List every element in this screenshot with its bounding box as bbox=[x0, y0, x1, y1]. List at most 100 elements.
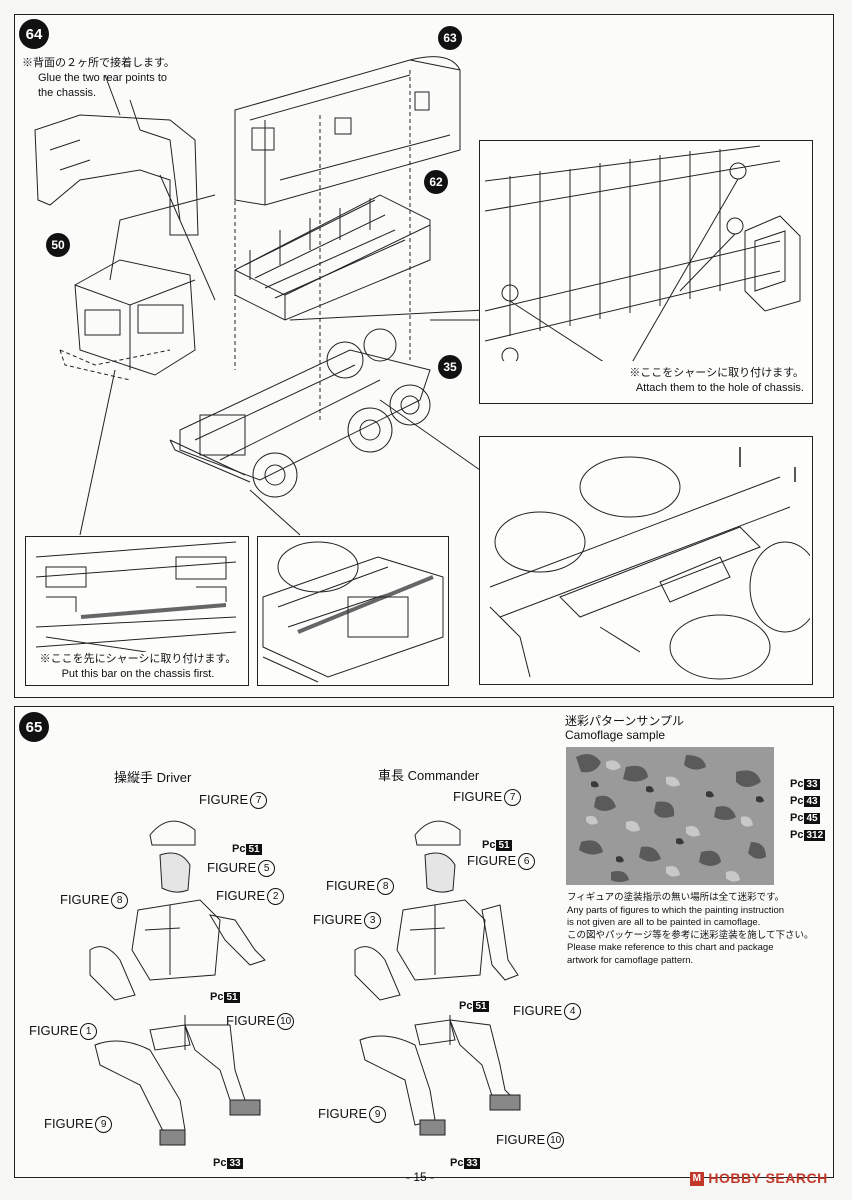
driver-title-jp: 操縦手 bbox=[114, 770, 154, 785]
camo-sample-swatch bbox=[566, 747, 774, 885]
camo-instructions: フィギュアの塗装指示の無い場所は全て迷彩です。 Any parts of fig… bbox=[567, 892, 817, 967]
chassis-rear-detail-drawing bbox=[489, 447, 810, 680]
attach-hole-note-jp: ※ここをシャーシに取り付けます。 bbox=[629, 367, 804, 379]
driver-figure-2-number: 2 bbox=[267, 888, 285, 906]
commander-paint-51-head-prefix: Pc bbox=[482, 839, 496, 851]
step-64-number: 64 bbox=[19, 19, 49, 49]
truck-exploded-drawing bbox=[34, 56, 486, 536]
hobby-search-watermark: M HOBBY SEARCH bbox=[690, 1170, 828, 1187]
commander-figure-8-number: 8 bbox=[377, 878, 395, 896]
part-35-badge: 35 bbox=[438, 355, 462, 379]
driver-paint-51-hands-prefix: Pc bbox=[210, 991, 224, 1003]
camo-color-33-code: 33 bbox=[804, 779, 820, 790]
camo-note-4: この図やパッケージ等を参考に迷彩塗装を施して下さい。 bbox=[567, 929, 814, 941]
camo-color-45-code: 45 bbox=[804, 813, 820, 824]
driver-paint-51-hands-code: 51 bbox=[224, 992, 240, 1003]
step-65-number: 65 bbox=[19, 712, 49, 742]
rear-glue-note-en-1: Glue the two rear points to bbox=[38, 72, 168, 84]
camo-note-3: is not given are all to be painted in ca… bbox=[567, 917, 761, 928]
commander-figure-10-text: FIGURE bbox=[496, 1132, 546, 1147]
commander-figure-10-number: 10 bbox=[547, 1132, 565, 1150]
commander-figure-6-text: FIGURE bbox=[467, 853, 517, 868]
attach-hole-note: ※ここをシャーシに取り付けます。 Attach them to the hole… bbox=[600, 366, 804, 396]
commander-title-jp: 車長 bbox=[378, 768, 405, 783]
commander-figure-6-number: 6 bbox=[518, 853, 536, 871]
bar-first-note-en: Put this bar on the chassis first. bbox=[61, 668, 215, 680]
camo-note-2: Any parts of figures to which the painti… bbox=[567, 904, 785, 916]
commander-paint-33-boots-prefix: Pc bbox=[450, 1157, 464, 1169]
driver-figure-9-number: 9 bbox=[95, 1116, 113, 1134]
driver-figure-1-number: 1 bbox=[80, 1023, 98, 1041]
detail-box-chassis-rear bbox=[479, 436, 813, 685]
driver-title-en: Driver bbox=[156, 770, 192, 785]
driver-figure-2-text: FIGURE bbox=[216, 888, 266, 903]
commander-figure-7-text: FIGURE bbox=[453, 789, 503, 804]
part-63-badge: 63 bbox=[438, 26, 462, 50]
hobby-search-text: HOBBY SEARCH bbox=[708, 1170, 828, 1186]
camo-title-jp: 迷彩パターンサンプル bbox=[565, 714, 685, 728]
driver-figure-7-number: 7 bbox=[250, 792, 268, 810]
driver-title: 操縦手 Driver bbox=[114, 767, 191, 786]
driver-figure-5-number: 5 bbox=[258, 860, 276, 878]
driver-figure-10-text: FIGURE bbox=[226, 1013, 276, 1028]
commander-figure-4-text: FIGURE bbox=[513, 1003, 563, 1018]
camo-title-en: Camoflage sample bbox=[565, 728, 666, 742]
bar-first-note: ※ここを先にシャーシに取り付けます。 Put this bar on the c… bbox=[28, 652, 248, 682]
page-number: - 15 - bbox=[406, 1170, 435, 1184]
commander-figure-7-number: 7 bbox=[504, 789, 522, 807]
driver-figure-1-text: FIGURE bbox=[29, 1023, 79, 1038]
commander-title: 車長 Commander bbox=[378, 765, 479, 784]
camo-note-1: フィギュアの塗装指示の無い場所は全て迷彩です。 bbox=[567, 892, 785, 903]
commander-paint-33-boots-code: 33 bbox=[464, 1158, 480, 1169]
camo-color-33-prefix: Pc bbox=[790, 778, 804, 790]
camo-color-43-prefix: Pc bbox=[790, 795, 804, 807]
bed-detail-drawing bbox=[484, 145, 801, 361]
rear-glue-note-en-2: the chassis. bbox=[38, 87, 97, 99]
bar-left-detail-drawing bbox=[35, 541, 237, 652]
hobby-search-logo-icon: M bbox=[690, 1172, 704, 1187]
part-50-badge: 50 bbox=[46, 233, 70, 257]
camo-note-6: artwork for camoflage pattern. bbox=[567, 954, 694, 966]
driver-figure-8-number: 8 bbox=[111, 892, 129, 910]
bar-first-note-jp: ※ここを先にシャーシに取り付けます。 bbox=[39, 653, 237, 665]
camo-note-5: Please make reference to this chart and … bbox=[567, 942, 774, 953]
driver-figure-7-text: FIGURE bbox=[199, 792, 249, 807]
bar-front-detail-drawing bbox=[262, 541, 444, 683]
figures-drawing bbox=[89, 820, 521, 1146]
driver-figure-8-text: FIGURE bbox=[60, 892, 110, 907]
driver-figure-9-text: FIGURE bbox=[44, 1116, 94, 1131]
commander-figure-9-number: 9 bbox=[369, 1106, 387, 1124]
rear-glue-note-jp: ※背面の２ヶ所で接着します。 bbox=[22, 57, 175, 69]
driver-paint-51-head-prefix: Pc bbox=[232, 843, 246, 855]
commander-paint-51-hands-prefix: Pc bbox=[459, 1000, 473, 1012]
commander-figure-3-text: FIGURE bbox=[313, 912, 363, 927]
camo-color-43-code: 43 bbox=[804, 796, 820, 807]
driver-paint-51-head-code: 51 bbox=[246, 844, 262, 855]
commander-paint-51-head-code: 51 bbox=[496, 840, 512, 851]
part-62-badge: 62 bbox=[424, 170, 448, 194]
camo-color-312-prefix: Pc bbox=[790, 829, 804, 841]
camo-color-312-code: 312 bbox=[804, 830, 826, 841]
commander-figure-4-number: 4 bbox=[564, 1003, 582, 1021]
